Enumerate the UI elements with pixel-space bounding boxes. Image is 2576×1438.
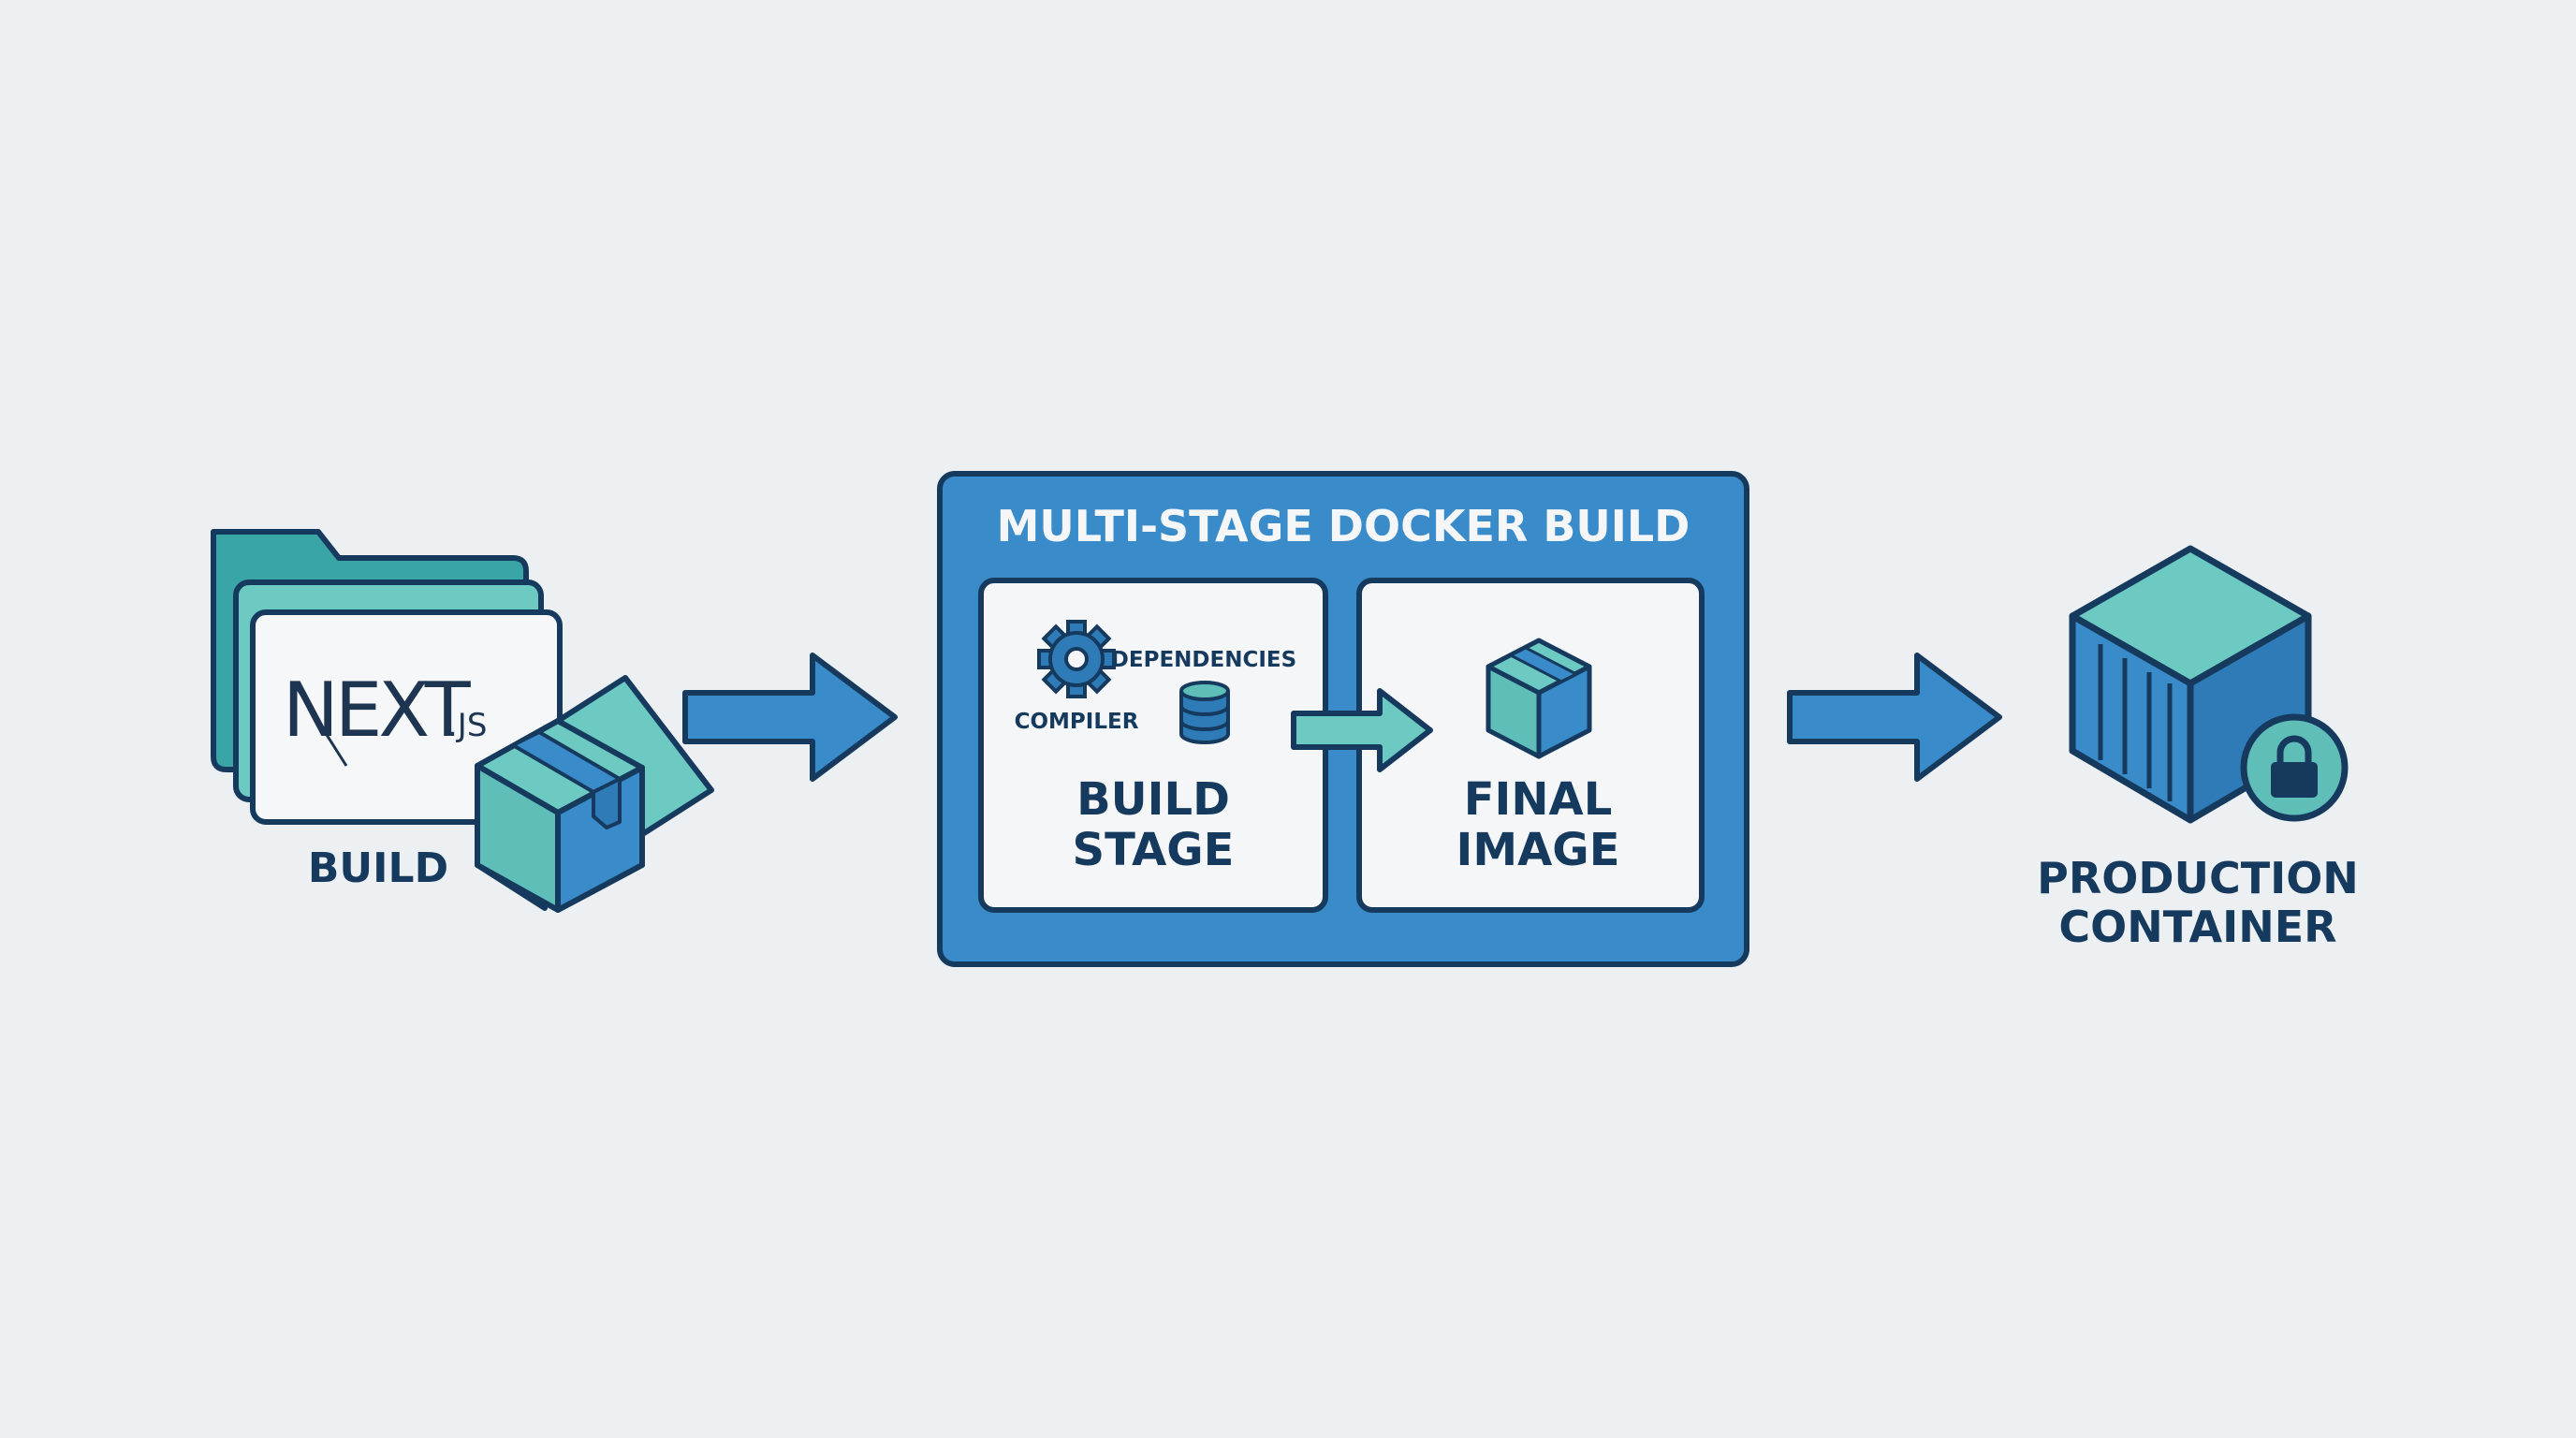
output-label-line2: CONTAINER (2058, 902, 2336, 952)
pipeline-group: MULTI-STAGE DOCKER BUILD DEPENDENCIES CO… (937, 471, 1749, 967)
compiler-label: COMPILER (1015, 710, 1139, 734)
nextjs-logo-suffix: .JS (447, 707, 487, 744)
source-label: BUILD (308, 844, 448, 892)
arrow-icon (1787, 653, 2002, 782)
dependencies-label: DEPENDENCIES (1111, 648, 1296, 672)
source-group: NEXT .JS BUILD (211, 529, 714, 913)
arrow-icon (682, 653, 898, 782)
nextjs-logo-main: NEXT (283, 667, 472, 754)
output-group: PRODUCTION CONTAINER (2037, 545, 2359, 952)
lock-icon (2240, 713, 2349, 822)
container-icon (2069, 545, 2312, 824)
arrow-icon (1291, 688, 1433, 772)
build-stage-label-line1: BUILD (1076, 773, 1230, 826)
gear-icon (1037, 620, 1116, 698)
final-image-label-line1: FINAL (1464, 773, 1613, 826)
pipeline-title: MULTI-STAGE DOCKER BUILD (997, 501, 1690, 551)
output-label-line1: PRODUCTION (2037, 853, 2359, 903)
build-stage-label-line2: STAGE (1073, 824, 1235, 876)
final-image-label-line2: IMAGE (1456, 824, 1620, 876)
package-icon (475, 675, 714, 913)
package-icon (1486, 638, 1592, 759)
nextjs-logo-slash (296, 688, 348, 767)
database-icon (1179, 681, 1230, 744)
